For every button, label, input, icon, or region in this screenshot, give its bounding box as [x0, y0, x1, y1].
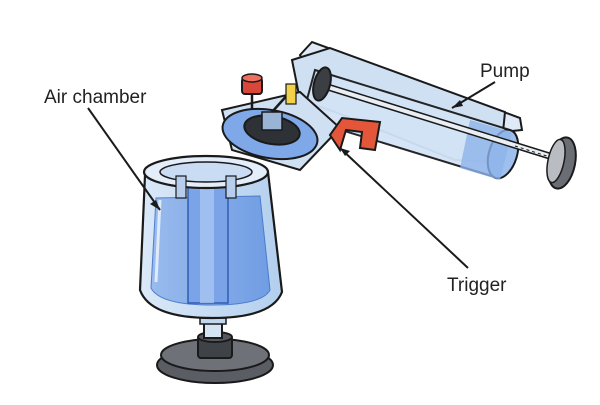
pressure-knob	[241, 73, 263, 110]
pump-head	[220, 83, 342, 172]
pump-handle	[546, 136, 577, 190]
pointer-air-chamber	[87, 107, 161, 211]
piston-seal	[312, 66, 332, 102]
trigger	[328, 116, 382, 153]
label-trigger: Trigger	[447, 275, 507, 296]
label-pump: Pump	[480, 61, 530, 82]
air-chamber	[138, 154, 284, 320]
pointer-trigger	[339, 147, 469, 269]
pump-rod	[316, 80, 558, 162]
suction-cup-base	[156, 331, 274, 384]
pointer-lines	[87, 81, 496, 269]
label-air-chamber: Air chamber	[44, 87, 147, 108]
